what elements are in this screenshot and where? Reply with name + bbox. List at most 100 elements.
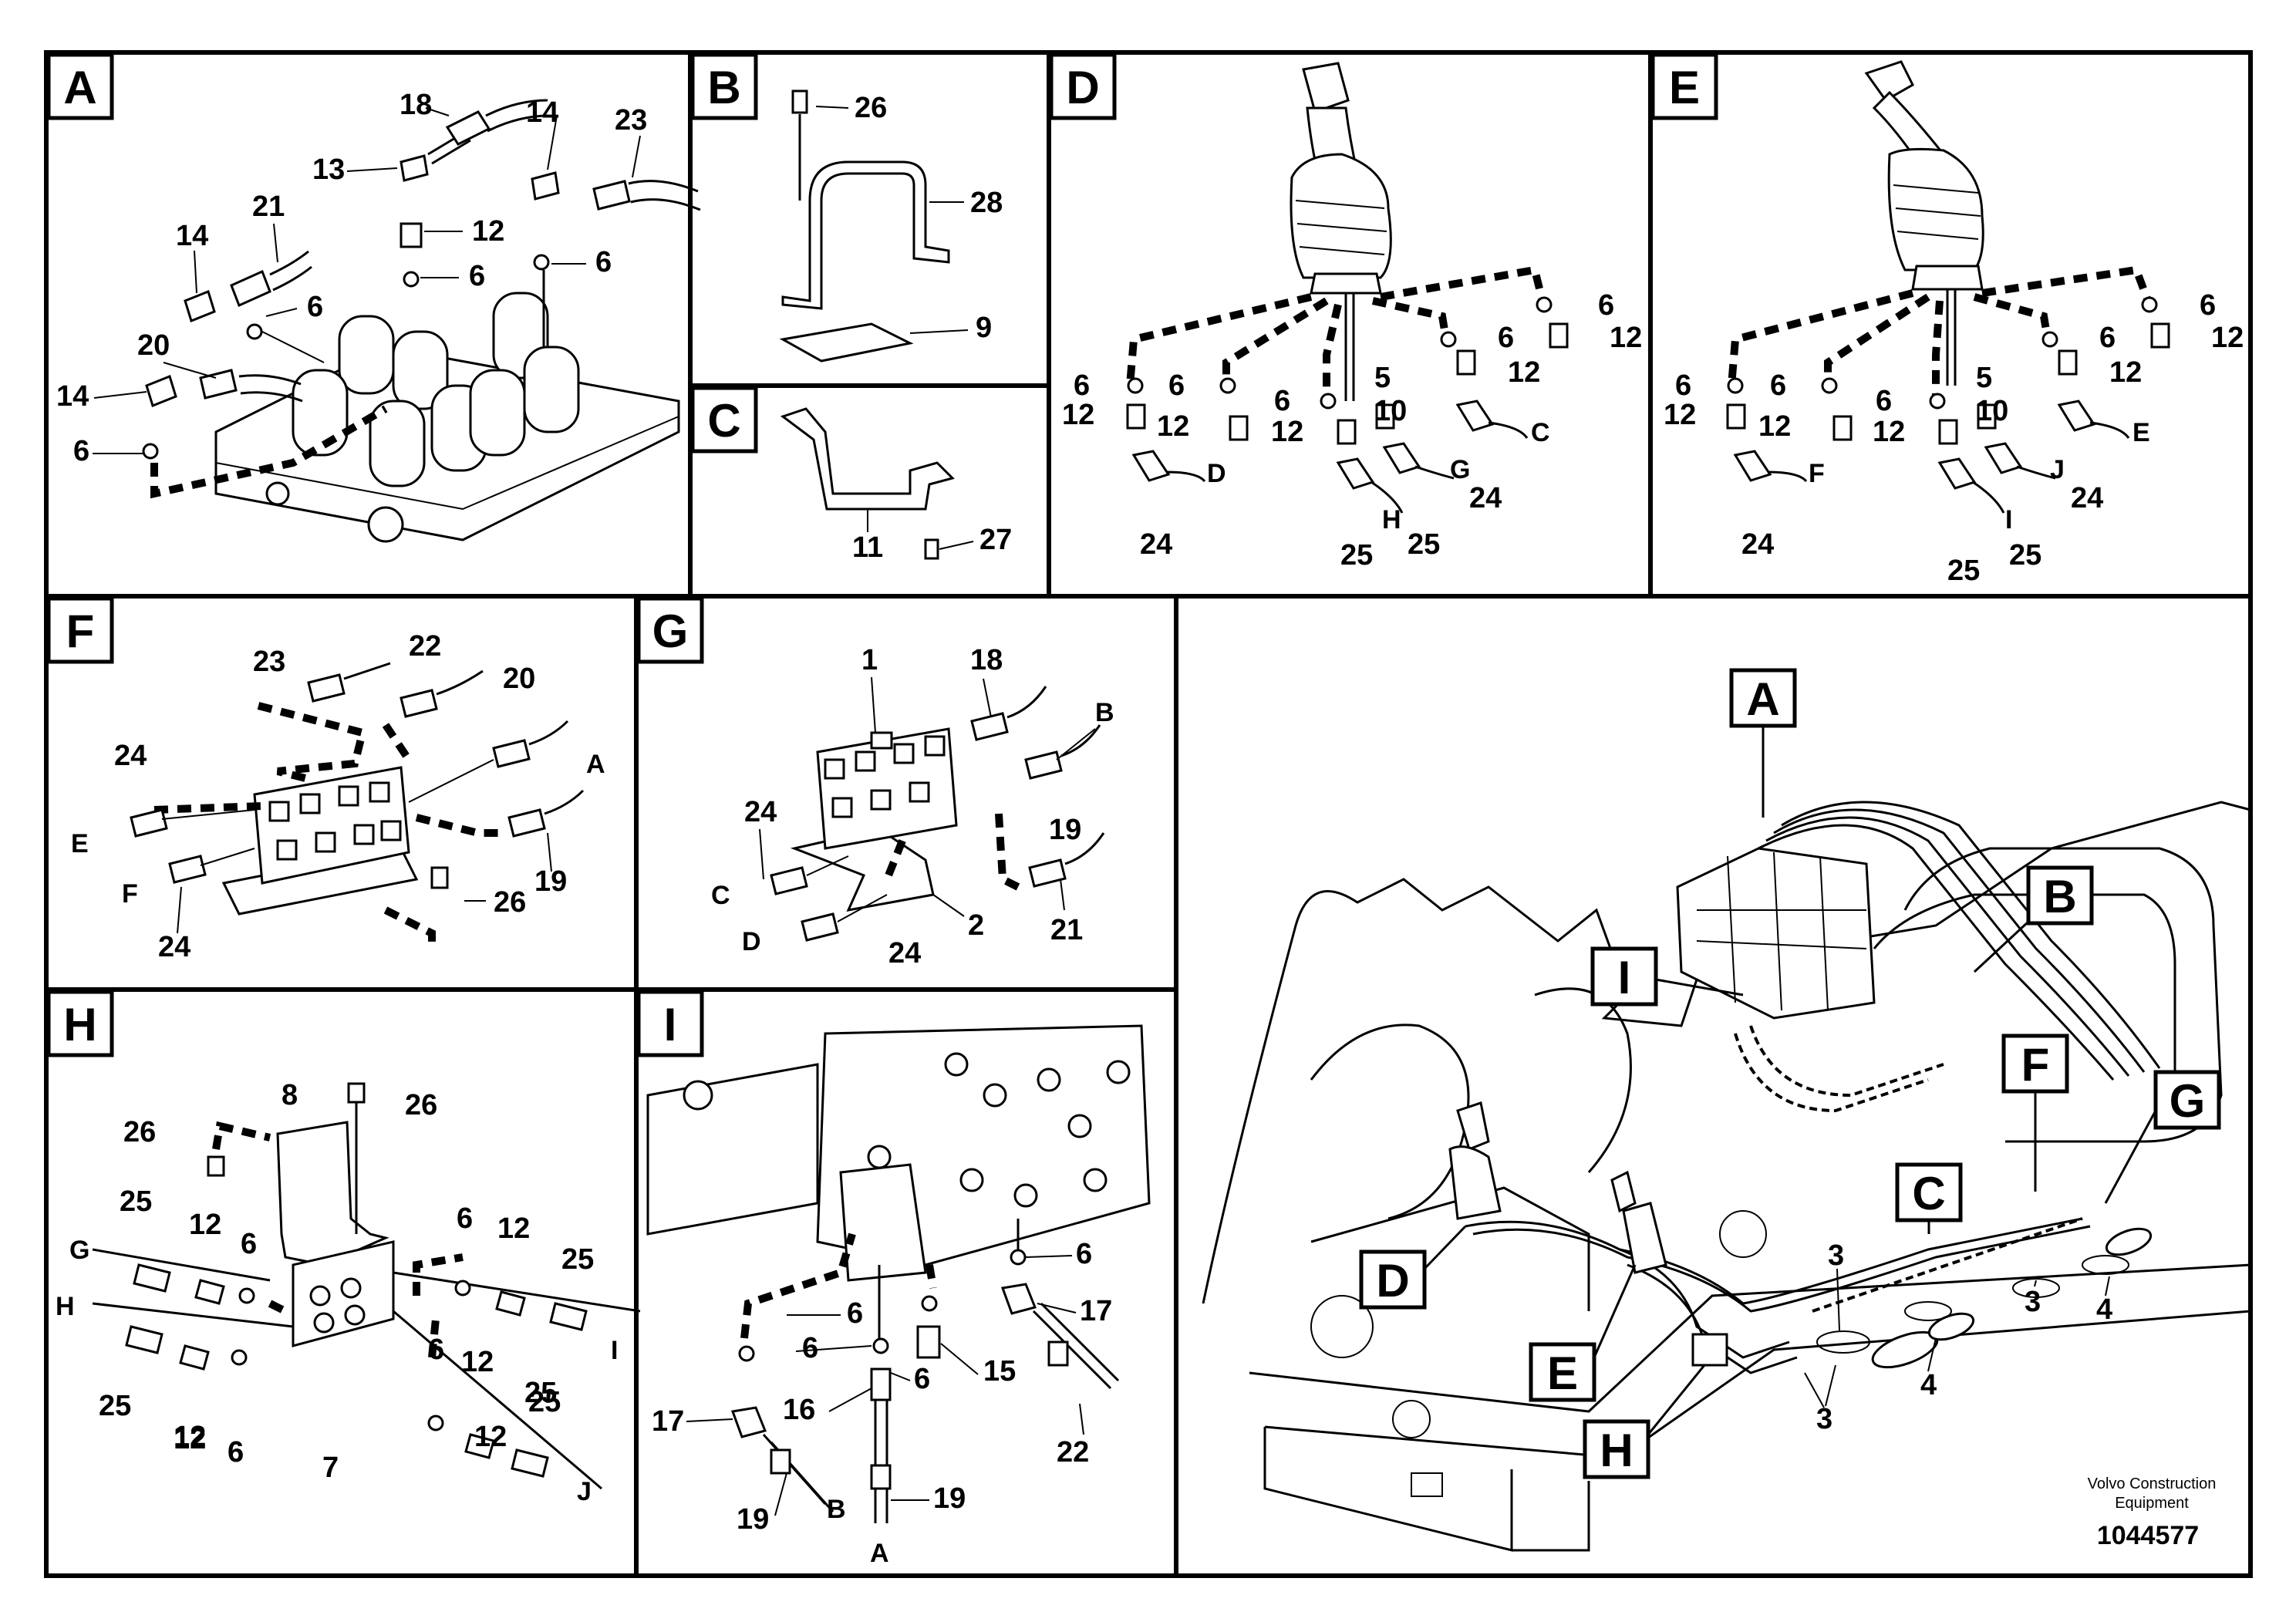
panel-frames	[44, 50, 2253, 1578]
svg-text:25: 25	[2009, 539, 2041, 572]
svg-text:A: A	[870, 1539, 889, 1568]
callout-H: H	[1583, 1364, 1706, 1479]
svg-text:12: 12	[1610, 322, 1642, 354]
svg-text:6: 6	[2200, 289, 2216, 322]
panel-label-H: H	[46, 990, 114, 1057]
panel-label-G: G	[636, 596, 704, 664]
svg-text:10: 10	[1374, 395, 1407, 427]
svg-text:25: 25	[1408, 528, 1440, 561]
svg-text:I: I	[2005, 505, 2012, 534]
callout-B: B	[1973, 865, 2094, 973]
svg-text:6: 6	[1498, 322, 1514, 354]
svg-text:I: I	[664, 999, 677, 1050]
svg-text:5: 5	[1374, 362, 1391, 394]
svg-text:H: H	[1382, 505, 1401, 534]
svg-text:3: 3	[2025, 1286, 2041, 1318]
svg-text:19: 19	[737, 1503, 769, 1536]
svg-text:24: 24	[114, 740, 147, 772]
svg-text:3: 3	[1816, 1403, 1832, 1435]
svg-text:F: F	[1809, 459, 1825, 488]
svg-text:12: 12	[1758, 410, 1791, 443]
svg-text:12: 12	[474, 1421, 507, 1453]
svg-text:21: 21	[1050, 914, 1083, 946]
svg-text:24: 24	[1741, 528, 1774, 561]
svg-text:C: C	[1912, 1168, 1945, 1219]
svg-text:24: 24	[1140, 528, 1172, 561]
svg-text:B: B	[827, 1495, 846, 1524]
panel-G-drawing	[770, 686, 1105, 942]
svg-text:19: 19	[933, 1482, 966, 1515]
svg-text:A: A	[1746, 673, 1779, 725]
svg-text:18: 18	[400, 89, 432, 121]
svg-text:C: C	[1531, 418, 1550, 447]
svg-text:6: 6	[1598, 289, 1614, 322]
svg-text:20: 20	[137, 329, 170, 362]
overview-drawing	[1202, 801, 2251, 1552]
panel-B-drawing	[779, 89, 950, 363]
svg-text:E: E	[2132, 418, 2150, 447]
panel-G-numbers: 1 18 B 19 24 C D 2 24 21	[711, 644, 1114, 969]
svg-text:6: 6	[457, 1202, 473, 1235]
svg-text:6: 6	[1876, 385, 1892, 417]
svg-text:H: H	[56, 1292, 75, 1321]
panel-D-drawing	[1126, 62, 1569, 514]
panel-A-drawing	[142, 99, 701, 543]
svg-text:24: 24	[888, 937, 921, 969]
panel-A-numbers: 18 14 23 13 12 21 6 6 14 6 20 14 6	[56, 89, 647, 467]
svg-text:12: 12	[497, 1212, 530, 1245]
svg-text:G: G	[652, 605, 689, 657]
callout-C: C	[1895, 1162, 1963, 1234]
svg-text:23: 23	[615, 104, 647, 137]
panel-I-drawing	[646, 1024, 1151, 1523]
svg-text:22: 22	[409, 630, 441, 663]
svg-text:24: 24	[1469, 482, 1502, 514]
svg-text:22: 22	[1057, 1436, 1089, 1469]
svg-text:12: 12	[1508, 356, 1540, 389]
svg-text:24: 24	[744, 796, 777, 828]
svg-text:24: 24	[2071, 482, 2103, 514]
callout-F: F	[2001, 1034, 2069, 1192]
svg-text:1: 1	[861, 644, 878, 676]
callout-A: A	[1729, 668, 1797, 818]
panel-H-drawing	[92, 1082, 641, 1490]
svg-text:E: E	[1669, 62, 1700, 113]
svg-text:9: 9	[976, 312, 992, 344]
svg-text:11: 11	[852, 531, 883, 564]
panel-label-B: B	[690, 52, 758, 120]
svg-text:G: G	[1450, 455, 1470, 484]
svg-text:D: D	[1376, 1255, 1409, 1307]
panel-E-numbers: 6 12 6 12 6 12 5 10 6 12 6 12 E F I J 24…	[1664, 289, 2244, 587]
svg-text:6: 6	[1168, 369, 1185, 402]
svg-text:12: 12	[2211, 322, 2244, 354]
panel-D-numbers: 6 12 6 12 6 12 5 10 6 12 6 12 C D H G 24…	[1062, 289, 1642, 572]
svg-text:H: H	[1600, 1425, 1633, 1476]
panel-label-A: A	[46, 52, 114, 120]
svg-text:Equipment: Equipment	[2115, 1495, 2189, 1512]
svg-text:6: 6	[469, 260, 485, 292]
svg-text:F: F	[2021, 1039, 2050, 1091]
svg-text:26: 26	[405, 1089, 437, 1121]
svg-text:F: F	[66, 605, 95, 657]
svg-text:25: 25	[524, 1377, 557, 1409]
svg-text:25: 25	[528, 1386, 561, 1418]
svg-text:26: 26	[855, 92, 887, 124]
svg-text:F: F	[122, 879, 138, 909]
panel-C-drawing	[780, 407, 955, 560]
svg-text:12: 12	[461, 1346, 494, 1378]
svg-text:24: 24	[158, 931, 190, 963]
svg-text:E: E	[1547, 1347, 1578, 1399]
svg-text:20: 20	[503, 663, 535, 695]
panel-label-F: F	[46, 596, 114, 664]
svg-text:18: 18	[970, 644, 1003, 676]
panel-I-numbers: 6 6 17 6 15 6 17 16 22 19 19 B A	[652, 1238, 1112, 1568]
svg-text:6: 6	[1074, 369, 1090, 402]
svg-text:D: D	[742, 927, 761, 956]
svg-text:14: 14	[176, 220, 208, 252]
svg-text:14: 14	[56, 380, 89, 413]
callout-E: E	[1529, 1264, 1637, 1402]
svg-text:12: 12	[472, 215, 504, 248]
svg-text:A: A	[63, 62, 96, 113]
panel-C-numbers: 11 27	[852, 509, 1012, 564]
panel-label-E: E	[1650, 52, 1718, 120]
svg-text:I: I	[1618, 952, 1631, 1003]
